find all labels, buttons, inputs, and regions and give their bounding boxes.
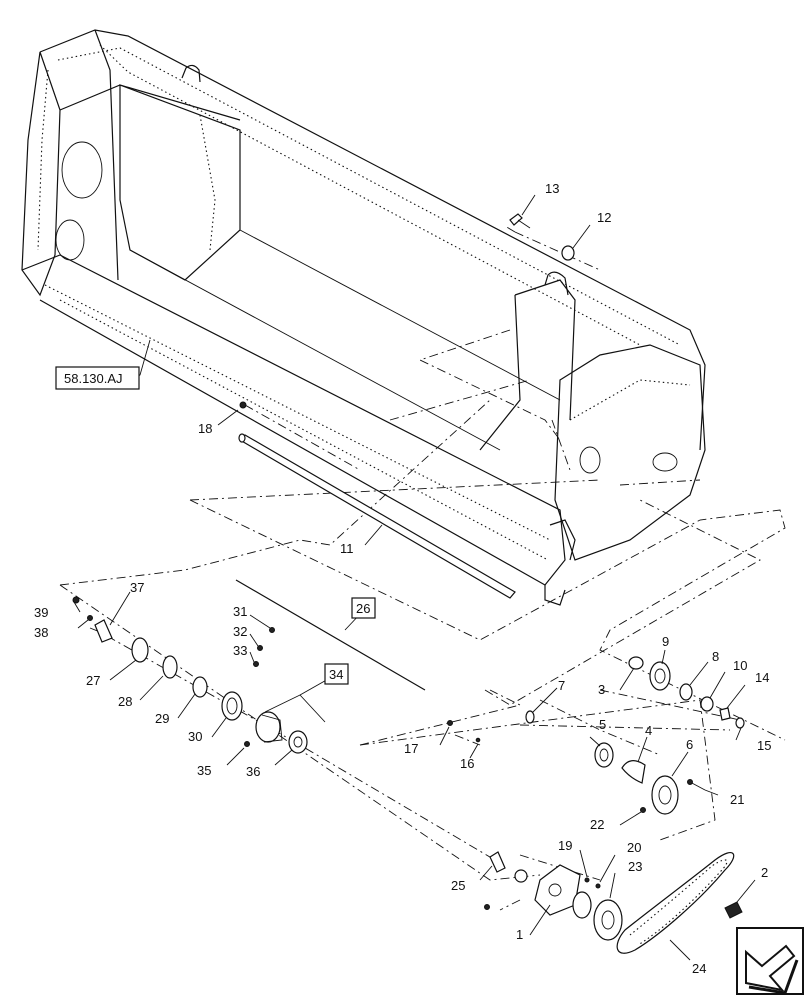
callout-22: 22: [590, 817, 604, 832]
small-parts: [72, 213, 745, 941]
callout-20: 20: [627, 840, 641, 855]
group-brackets: [235, 579, 426, 723]
callout-33: 33: [233, 643, 247, 658]
callout-39: 39: [34, 605, 48, 620]
box-26: [351, 597, 376, 619]
callout-17: 17: [404, 741, 418, 756]
callout-11: 11: [340, 541, 354, 556]
callout-28: 28: [118, 694, 132, 709]
assembly-lines: [59, 225, 786, 911]
header-frame: [21, 29, 706, 606]
callout-8: 8: [712, 649, 719, 664]
drive-chain: [616, 852, 735, 954]
callout-6: 6: [686, 737, 693, 752]
callout-1: 1: [516, 927, 523, 942]
reference-box: [55, 366, 140, 390]
callout-35: 35: [197, 763, 211, 778]
callout-4: 4: [645, 723, 652, 738]
callout-13: 13: [545, 181, 559, 196]
callout-5: 5: [599, 717, 606, 732]
callout-38: 38: [34, 625, 48, 640]
callout-25: 25: [451, 878, 465, 893]
shaft: [238, 433, 516, 599]
callout-24: 24: [692, 961, 706, 976]
callout-2: 2: [761, 865, 768, 880]
forward-arrow-icon: [736, 927, 804, 995]
callout-31: 31: [233, 604, 247, 619]
callout-10: 10: [733, 658, 747, 673]
callout-19: 19: [558, 838, 572, 853]
boxed-callout-26: 26: [356, 601, 370, 616]
callout-9: 9: [662, 634, 669, 649]
callout-18: 18: [198, 421, 212, 436]
callout-14: 14: [755, 670, 769, 685]
callout-23: 23: [628, 859, 642, 874]
callout-12: 12: [597, 210, 611, 225]
callout-30: 30: [188, 729, 202, 744]
callout-36: 36: [246, 764, 260, 779]
callout-32: 32: [233, 624, 247, 639]
callout-27: 27: [86, 673, 100, 688]
callout-29: 29: [155, 711, 169, 726]
callout-21: 21: [730, 792, 744, 807]
callout-37: 37: [130, 580, 144, 595]
callout-16: 16: [460, 756, 474, 771]
callout-labels: 1 2 3 4 5 6 7 8 9 10 11 12 13 14 15 16 1…: [34, 181, 771, 976]
box-34: [324, 663, 349, 685]
reference-label: 58.130.AJ: [64, 371, 123, 386]
boxed-callout-34: 34: [329, 667, 343, 682]
callout-3: 3: [598, 682, 605, 697]
leader-lines: [73, 194, 756, 961]
callout-15: 15: [757, 738, 771, 753]
callout-7: 7: [558, 678, 565, 693]
